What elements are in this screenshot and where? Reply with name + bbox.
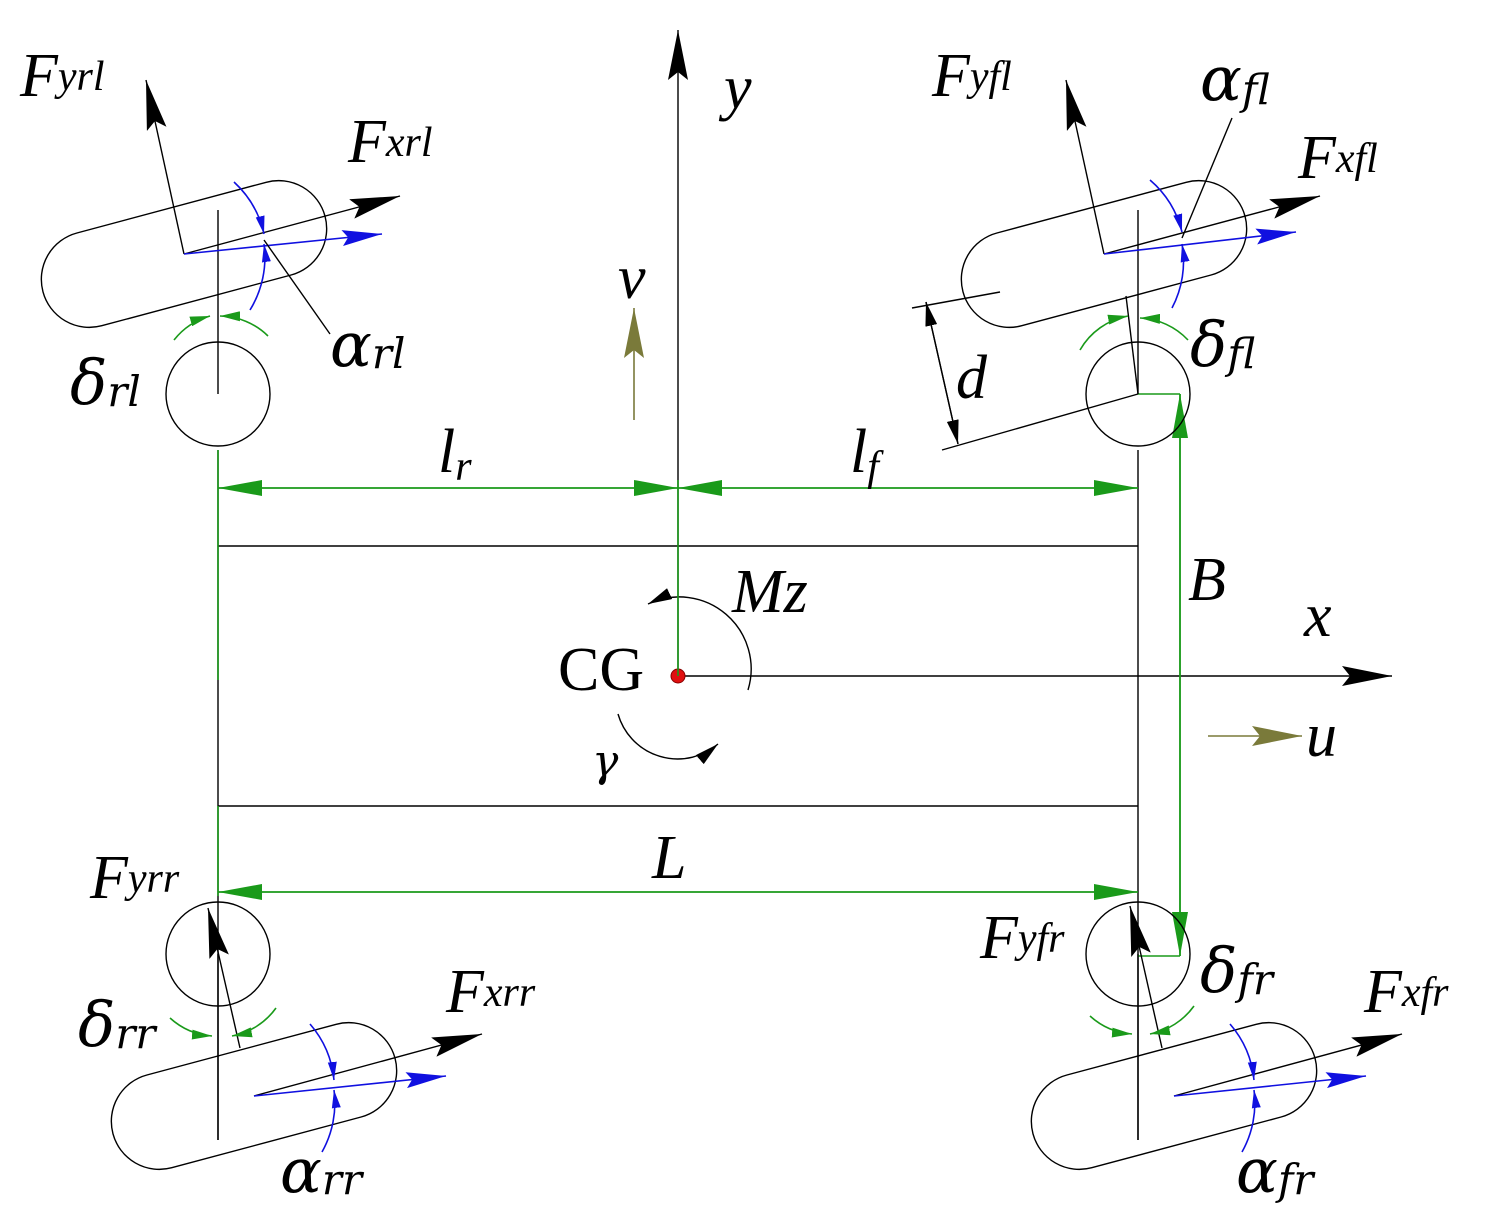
label-delta-fl: δfl [1190,308,1255,381]
label-alpha-fl: αfl [1200,42,1270,115]
label-alpha-fr: αfr [1236,1134,1316,1207]
label-Fyrl: Fyrl [19,42,105,110]
label-gamma: γ [592,736,619,787]
lr-dimension [217,450,678,680]
label-delta-rl: δrl [70,346,141,419]
wheel-front-right [1030,901,1403,1171]
L-dimension [217,806,1138,900]
label-lf: lf [850,418,884,490]
label-Fyfr: Fyfr [979,904,1065,972]
label-Fyfl: Fyfl [931,42,1012,110]
label-Fxfl: Fxfl [1297,124,1378,192]
label-alpha-rr: αrr [280,1134,365,1207]
label-Fxrl: Fxrl [347,108,433,176]
label-v: v [618,244,646,312]
label-u: u [1306,702,1337,770]
lf-dimension [677,480,1138,676]
B-dimension [1138,393,1188,957]
label-Fxfr: Fxfr [1363,958,1449,1026]
label-Fxrr: Fxrr [445,958,536,1026]
wheel-rear-left [40,79,401,447]
label-x: x [1303,582,1332,650]
label-Mz: Mz [731,558,808,626]
label-delta-fr: δfr [1200,934,1276,1007]
d-dimension [911,291,1139,451]
yaw-moment-arc [617,588,752,765]
label-L: L [651,824,686,892]
label-delta-rr: δrr [78,988,158,1061]
label-d: d [956,344,988,412]
wheel-front-left [960,79,1321,447]
label-alpha-rl: αrl [330,308,405,381]
label-lr: lr [438,418,472,490]
label-B: B [1188,546,1226,614]
label-Fyrr: Fyrr [89,844,180,912]
label-y: y [718,54,752,122]
wheel-rear-right [110,901,483,1171]
label-CG: CG [558,636,644,704]
